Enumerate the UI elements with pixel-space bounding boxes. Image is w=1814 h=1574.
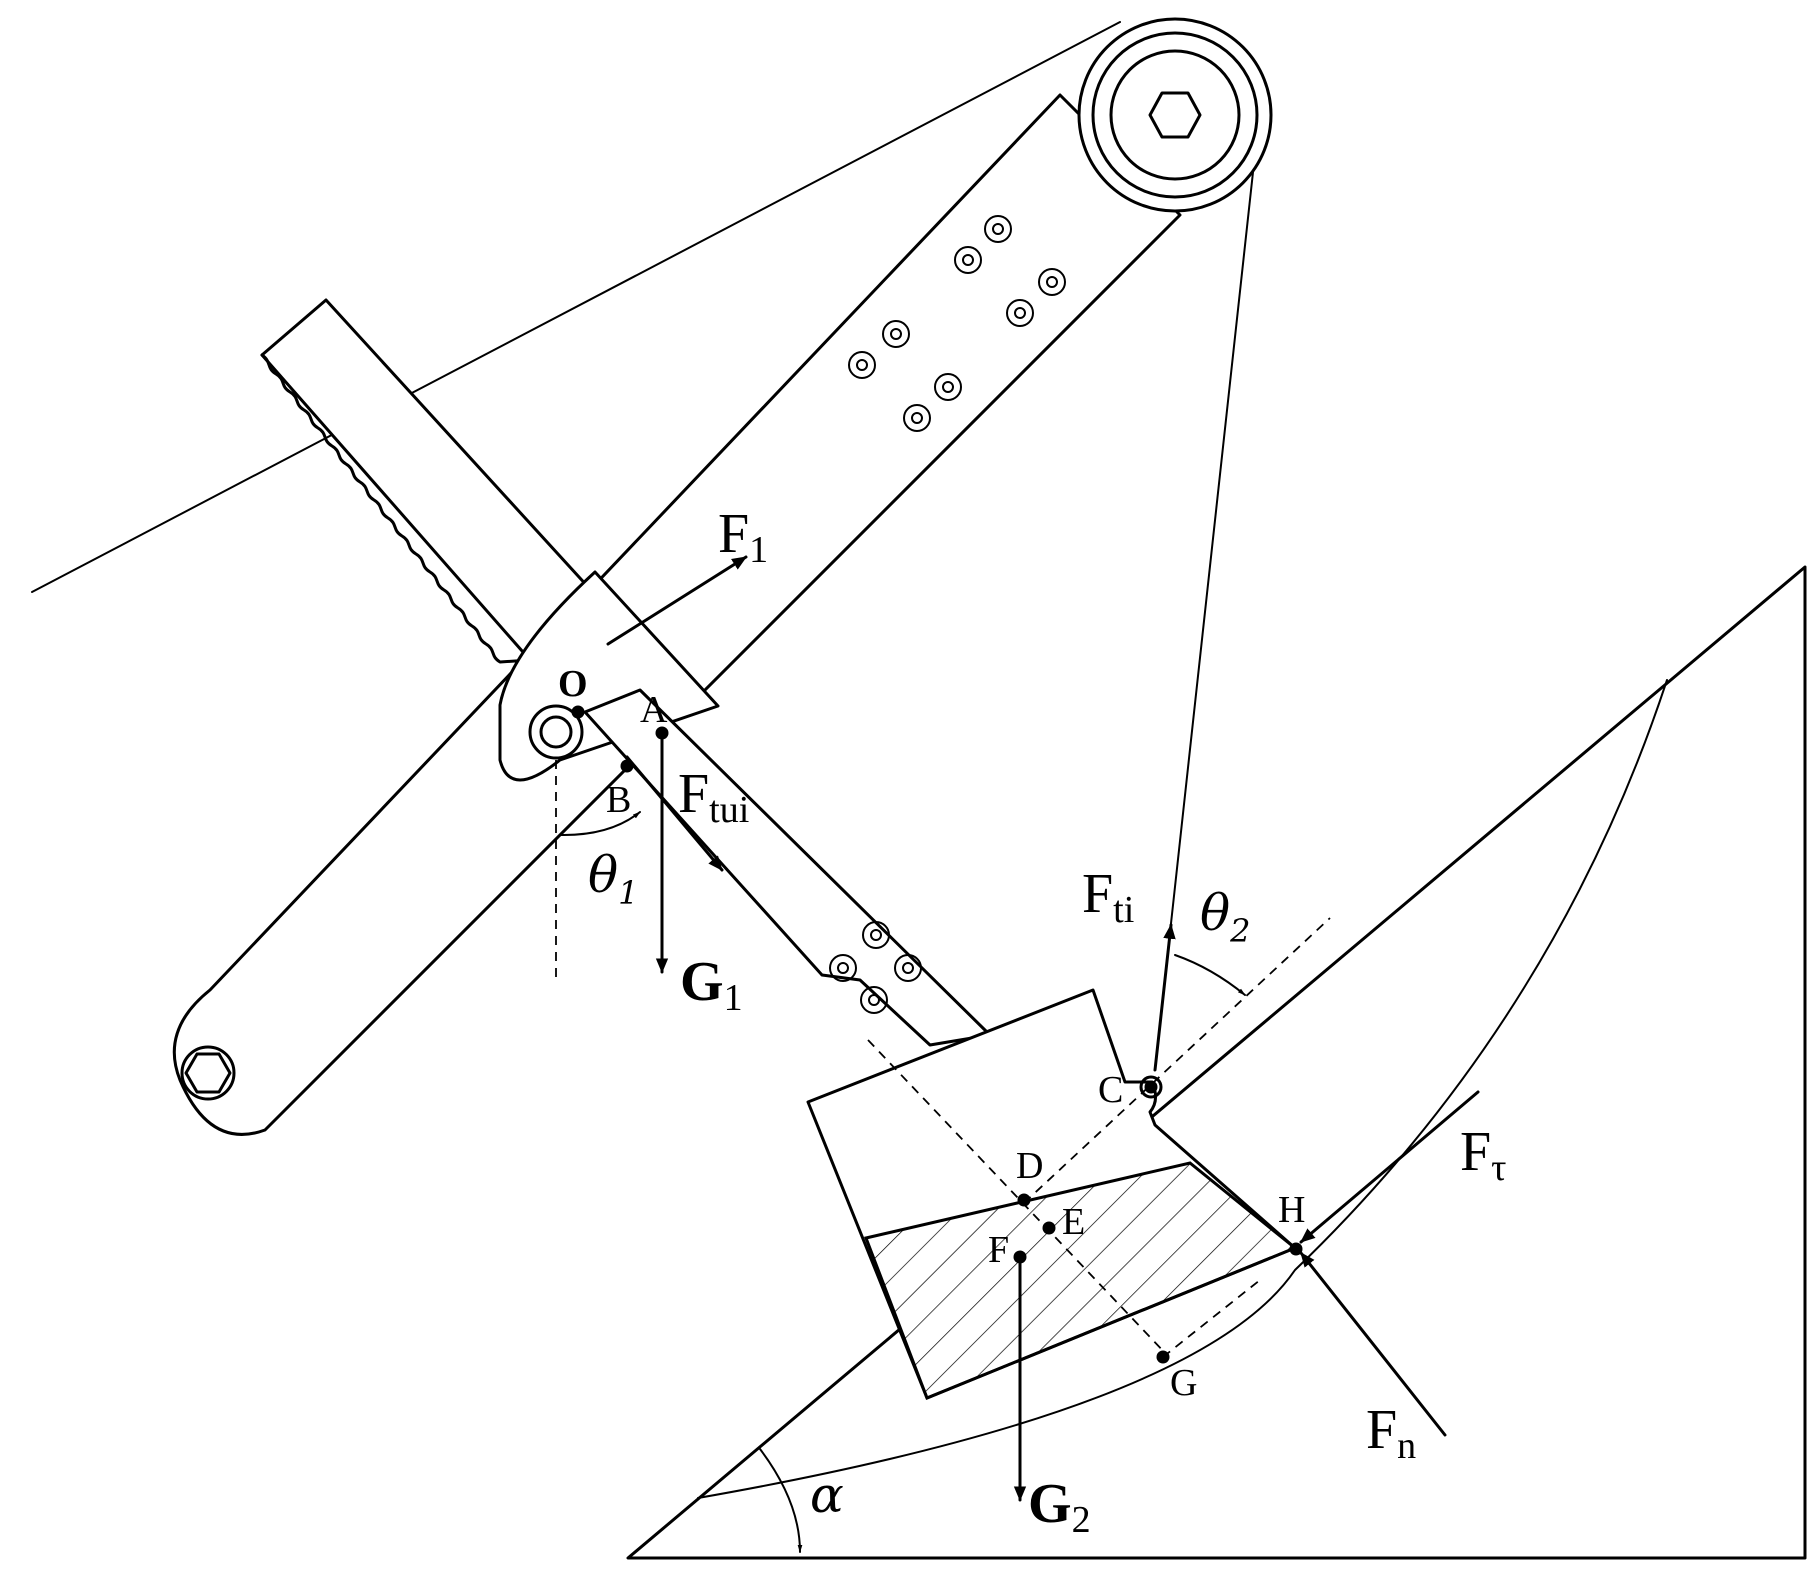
point-G	[1156, 1350, 1170, 1364]
point-H	[1289, 1242, 1303, 1256]
label-O: O	[558, 663, 588, 705]
label-F1: F1	[718, 503, 768, 571]
label-A: A	[640, 689, 668, 731]
label-B: B	[606, 779, 631, 821]
label-Ftui: Ftui	[678, 763, 749, 831]
label-theta1: θ1	[588, 846, 638, 912]
label-Fn: Fn	[1366, 1399, 1416, 1467]
bucket	[806, 988, 1298, 1400]
point-F	[1013, 1250, 1027, 1264]
label-H: H	[1278, 1189, 1305, 1231]
point-C	[1144, 1080, 1158, 1094]
label-Fti: Fti	[1082, 863, 1134, 931]
point-B	[620, 759, 634, 773]
cross-blade	[260, 298, 602, 664]
label-F: F	[988, 1229, 1009, 1271]
rope-lines	[31, 21, 1261, 1071]
label-G: G	[1170, 1362, 1197, 1404]
point-labels: O A B C D E F G H	[558, 663, 1305, 1404]
angle-labels: θ1 θ2 α	[588, 846, 1250, 1524]
label-E: E	[1062, 1201, 1085, 1243]
point-O	[571, 705, 585, 719]
label-alpha: α	[810, 1466, 844, 1524]
force-labels: F1 Ftui G1 Fti G2 Fτ Fn	[678, 503, 1506, 1541]
label-theta2: θ2	[1200, 884, 1250, 950]
force-arrows	[606, 555, 1480, 1502]
point-E	[1042, 1221, 1056, 1235]
boom-bolts	[848, 215, 1066, 432]
point-A	[655, 726, 669, 740]
pivot-plate	[498, 570, 720, 782]
boom-arm	[172, 17, 1273, 1136]
link-bar	[583, 688, 992, 1047]
label-D: D	[1016, 1145, 1043, 1187]
label-C: C	[1098, 1069, 1123, 1111]
point-D	[1017, 1193, 1031, 1207]
angle-arcs	[559, 811, 1246, 1553]
point-dots	[571, 705, 1303, 1364]
construction-lines	[555, 760, 1331, 1358]
ground-slope	[626, 565, 1807, 1560]
label-G2: G2	[1028, 1473, 1091, 1541]
label-Ftau: Fτ	[1460, 1121, 1506, 1189]
label-G1: G1	[680, 951, 743, 1019]
